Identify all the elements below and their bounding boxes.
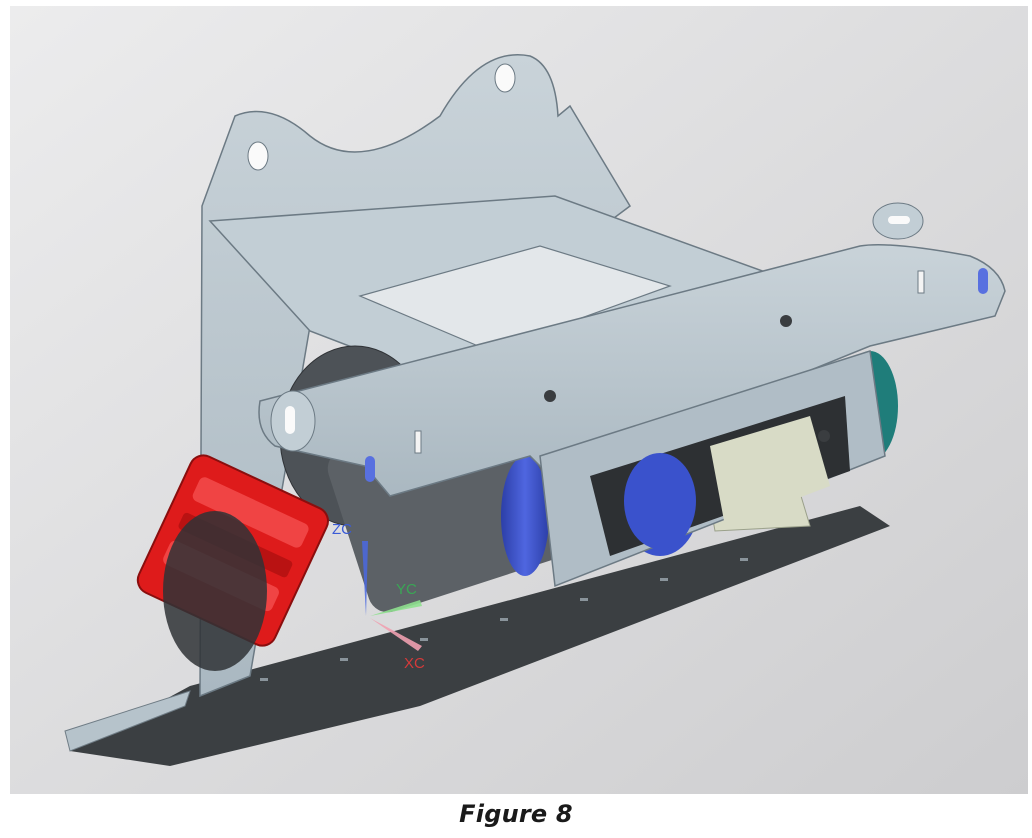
base-plate-lip xyxy=(64,690,191,752)
mount-hole xyxy=(247,141,269,171)
xc-axis-label: XC xyxy=(404,655,425,672)
xc-axis-arrow xyxy=(370,618,422,651)
yc-axis-label: YC xyxy=(396,581,417,598)
plate-slot xyxy=(917,270,925,294)
side-drum-visible xyxy=(624,453,696,549)
zc-axis-label: ZC xyxy=(332,521,352,538)
base-plate-holes xyxy=(260,558,748,681)
shelf-cutout xyxy=(358,245,672,352)
zc-axis-arrow xyxy=(362,541,368,616)
figure-caption: Figure 8 xyxy=(459,800,573,828)
plate-hole xyxy=(818,430,830,442)
plate-slot xyxy=(414,430,422,454)
mount-hole xyxy=(494,63,516,93)
winch-end-cap xyxy=(163,511,267,671)
plate-slot xyxy=(365,456,375,482)
plate-hole xyxy=(544,390,556,402)
yc-axis-arrow xyxy=(370,600,422,616)
ear-slot xyxy=(888,216,910,224)
ear-slot xyxy=(285,406,295,434)
cad-model-render: ZC YC XC xyxy=(10,6,1028,794)
winch-drum xyxy=(501,456,549,576)
plate-slot xyxy=(978,268,988,294)
front-mount-plate xyxy=(258,244,1006,497)
base-plate xyxy=(70,506,890,766)
plate-hole xyxy=(780,315,792,327)
cad-viewport: ZC YC XC xyxy=(10,6,1028,794)
coordinate-triad: ZC YC XC xyxy=(332,521,425,672)
gear-housing-visible xyxy=(710,416,830,526)
